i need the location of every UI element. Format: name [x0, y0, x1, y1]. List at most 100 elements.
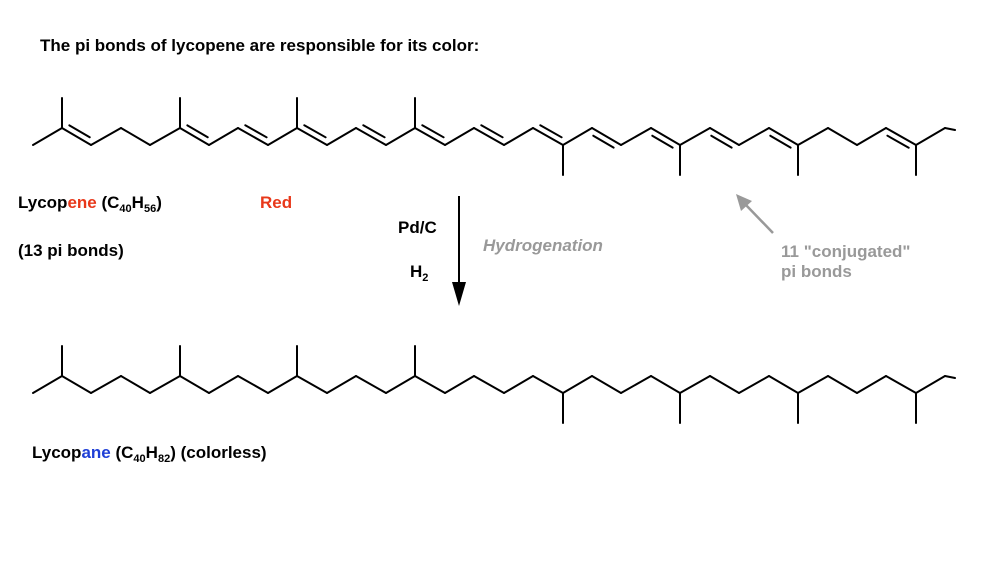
- lycopene-formula-open: (C: [101, 193, 120, 212]
- double-bond: [651, 134, 674, 149]
- double-bond: [303, 124, 327, 139]
- lycopane-c-count: 40: [133, 453, 146, 465]
- page-title: The pi bonds of lycopene are responsible…: [40, 36, 480, 55]
- double-bond: [186, 124, 209, 139]
- double-bond: [421, 124, 445, 139]
- pi-bond-count: (13 pi bonds): [18, 241, 124, 260]
- single-bond: [503, 375, 534, 394]
- single-bond: [61, 375, 92, 394]
- conjugated-note: 11 "conjugated"pi bonds: [781, 242, 910, 282]
- single-bond: [179, 375, 210, 394]
- single-bond: [414, 375, 446, 394]
- lycopene-label: Lycopene (C40H56): [18, 193, 162, 215]
- single-bond: [738, 127, 770, 146]
- single-bond: [32, 375, 63, 394]
- single-bond: [562, 375, 593, 394]
- lycopane-structure: [32, 345, 956, 424]
- pointer-arrow-icon: [736, 194, 774, 234]
- lycopene-name-prefix: Lycop: [18, 193, 68, 212]
- lycopane-formula-close: ): [170, 443, 176, 462]
- single-bond: [61, 127, 92, 146]
- single-bond: [208, 127, 239, 146]
- single-bond: [296, 127, 328, 146]
- single-bond: [856, 127, 887, 146]
- single-bond: [650, 127, 681, 146]
- reagent-label: H2: [410, 262, 429, 284]
- lycopene-ene-suffix: ene: [67, 193, 97, 212]
- single-bond: [326, 127, 357, 146]
- single-bond: [267, 375, 298, 394]
- lycopene-c-count: 40: [119, 203, 132, 215]
- reagent-subscript: 2: [422, 272, 429, 284]
- single-bond: [296, 375, 328, 394]
- single-bond: [797, 127, 829, 146]
- single-bond: [120, 375, 151, 394]
- single-bond: [149, 375, 181, 394]
- single-bond: [856, 375, 887, 394]
- lycopane-label: Lycopane (C40H82) (colorless): [32, 443, 267, 465]
- single-bond: [709, 127, 740, 146]
- single-bond: [237, 375, 269, 394]
- color-label-red: Red: [260, 193, 293, 212]
- single-bond: [503, 127, 534, 146]
- double-bond: [539, 124, 563, 139]
- single-bond: [679, 375, 711, 394]
- lycopene-structure: [32, 97, 956, 176]
- single-bond: [444, 375, 475, 394]
- single-bond: [827, 127, 858, 146]
- single-bond: [32, 127, 63, 146]
- single-bond: [797, 375, 829, 394]
- down-arrow-icon: [452, 196, 466, 306]
- lycopane-formula-open: (C: [115, 443, 134, 462]
- single-bond: [885, 375, 917, 394]
- single-bond: [915, 127, 946, 146]
- single-bond: [532, 375, 564, 394]
- single-bond: [885, 127, 917, 146]
- single-bond: [473, 127, 505, 146]
- single-bond: [385, 127, 416, 146]
- single-bond: [591, 375, 622, 394]
- single-bond: [179, 127, 210, 146]
- single-bond: [355, 375, 387, 394]
- single-bond: [944, 127, 956, 132]
- double-bond: [480, 124, 504, 139]
- single-bond: [768, 127, 799, 146]
- single-bond: [355, 127, 387, 146]
- double-bond: [244, 124, 268, 139]
- single-bond: [562, 127, 593, 146]
- single-bond: [827, 375, 858, 394]
- catalyst-label: Pd/C: [398, 218, 437, 237]
- lycopane-ane-suffix: ane: [81, 443, 111, 462]
- single-bond: [414, 127, 446, 146]
- single-bond: [149, 127, 181, 146]
- double-bond: [68, 124, 91, 139]
- single-bond: [444, 127, 475, 146]
- double-bond: [592, 134, 615, 149]
- reagent-base: H: [410, 262, 423, 281]
- lycopane-color-note: (colorless): [180, 443, 267, 462]
- single-bond: [944, 375, 956, 380]
- single-bond: [620, 375, 652, 394]
- single-bond: [650, 375, 681, 394]
- double-bond: [886, 134, 910, 149]
- conjugated-note-line2: pi bonds: [781, 262, 852, 281]
- lycopane-h-count: 82: [157, 453, 171, 465]
- lycopane-h: H: [145, 443, 158, 462]
- single-bond: [90, 375, 122, 394]
- single-bond: [90, 127, 122, 146]
- lycopane-name-prefix: Lycop: [32, 443, 82, 462]
- conjugated-note-line1: 11 "conjugated": [781, 242, 911, 261]
- single-bond: [385, 375, 416, 394]
- single-bond: [326, 375, 357, 394]
- single-bond: [473, 375, 505, 394]
- lycopene-formula-close: ): [156, 193, 162, 212]
- single-bond: [679, 127, 711, 146]
- single-bond: [532, 127, 564, 146]
- double-bond: [769, 134, 792, 149]
- double-bond: [710, 134, 733, 149]
- single-bond: [591, 127, 622, 146]
- lycopene-h: H: [131, 193, 144, 212]
- double-bond: [362, 124, 386, 139]
- single-bond: [120, 127, 151, 146]
